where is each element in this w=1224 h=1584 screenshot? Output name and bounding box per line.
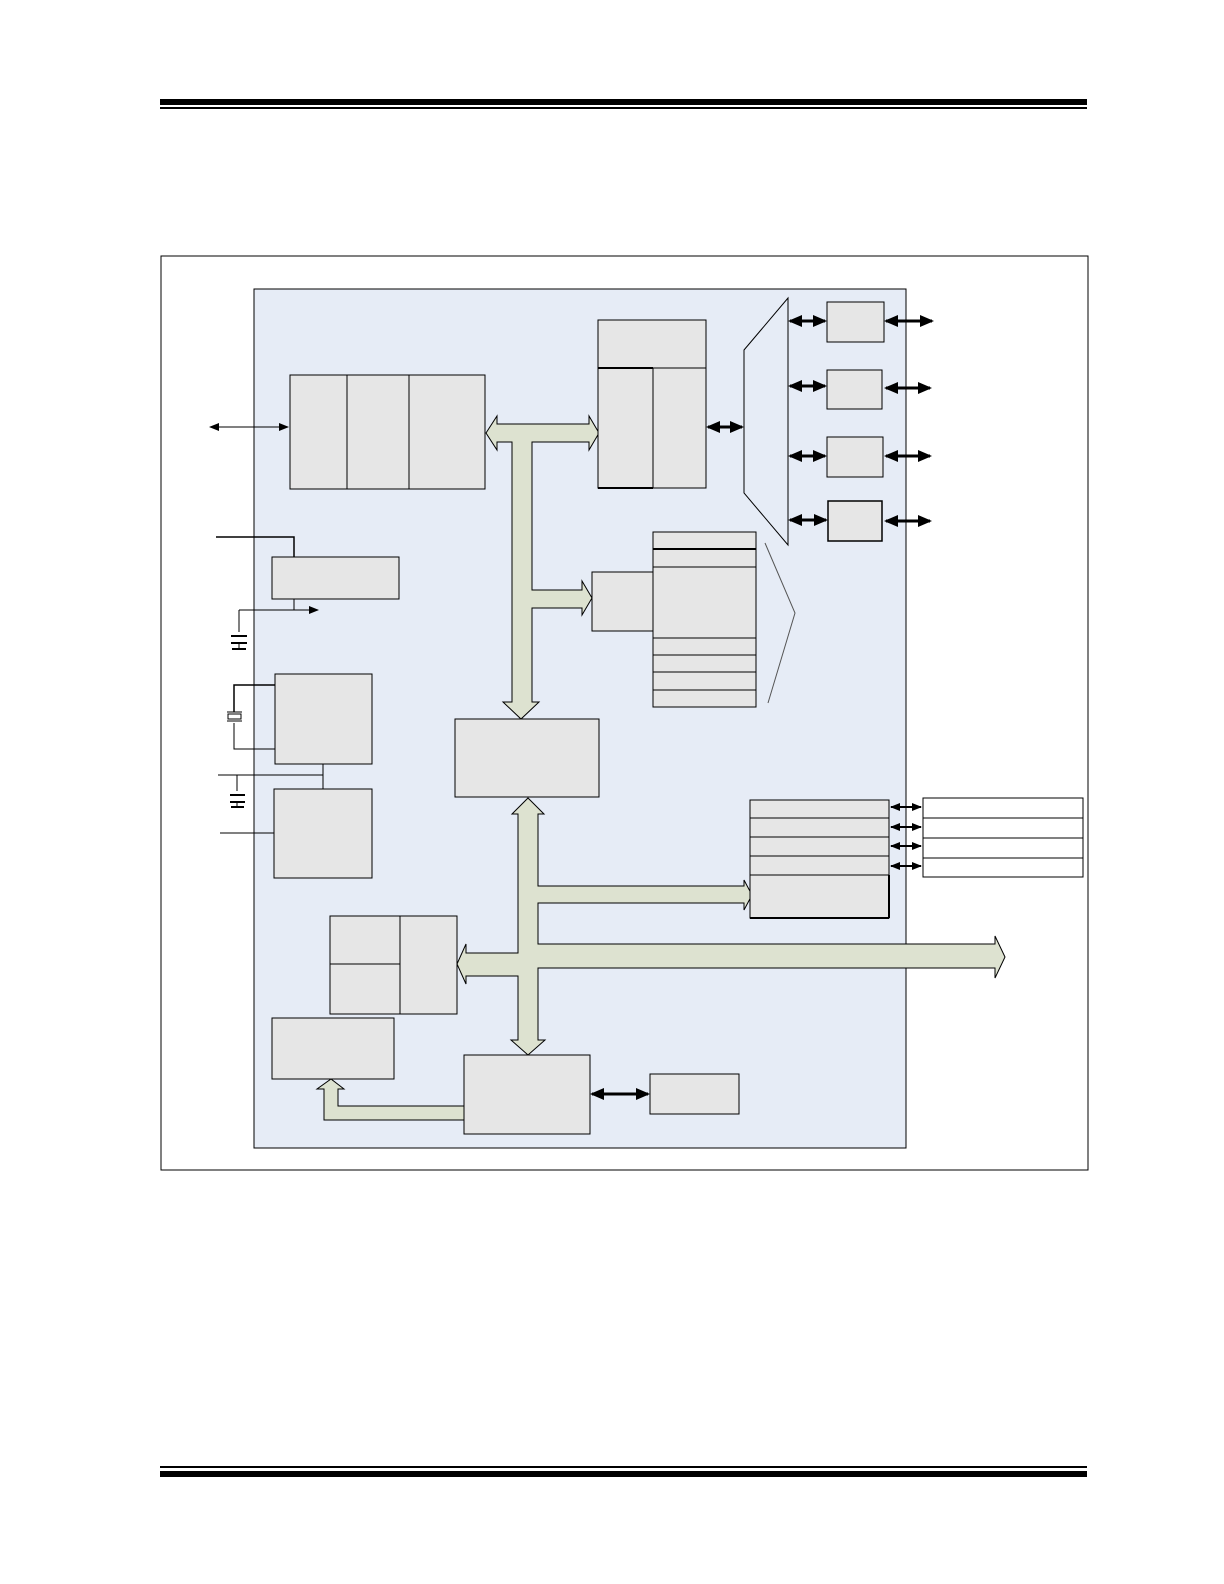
crystal-wiring: [233, 684, 275, 750]
io-port-3: [826, 436, 884, 478]
peripheral-table: [749, 799, 890, 919]
io-port-arrows: [788, 315, 934, 527]
io-port-4: [827, 500, 883, 542]
register-block: [591, 531, 757, 708]
regulator-block: [271, 556, 400, 600]
crystal-icon: [227, 711, 242, 722]
feedback-bus: [315, 1078, 465, 1121]
power-wiring: [218, 764, 324, 834]
dma-controller-block: [463, 1054, 591, 1135]
timer-block: [329, 915, 458, 1015]
peripheral-pin-arrows: [890, 803, 922, 870]
io-ports: [826, 301, 885, 542]
core-block: [289, 374, 486, 490]
figure-frame: [160, 255, 1089, 1171]
capacitor-1: [231, 635, 247, 650]
oscillator-block: [274, 673, 373, 765]
capacitor-2: [230, 794, 245, 808]
register-expand-bracket: [764, 542, 796, 704]
footer-rule-thick: [160, 1471, 1087, 1477]
system-bus: [315, 414, 1006, 1121]
port-mux: [743, 296, 789, 547]
memory-block: [597, 319, 707, 489]
footer-rule-thin: [160, 1466, 1087, 1468]
io-port-2: [826, 369, 883, 410]
reset-block: [273, 788, 373, 879]
interrupt-block: [271, 1017, 395, 1080]
bus-controller-block: [454, 718, 600, 798]
header-rule-thick: [160, 99, 1087, 105]
header-rule-thin: [160, 107, 1087, 109]
lower-bus: [456, 797, 1006, 1056]
ram-block: [649, 1073, 740, 1115]
regulator-wiring: [216, 536, 319, 632]
external-pins-table: [922, 797, 1084, 878]
io-port-1: [826, 301, 885, 343]
